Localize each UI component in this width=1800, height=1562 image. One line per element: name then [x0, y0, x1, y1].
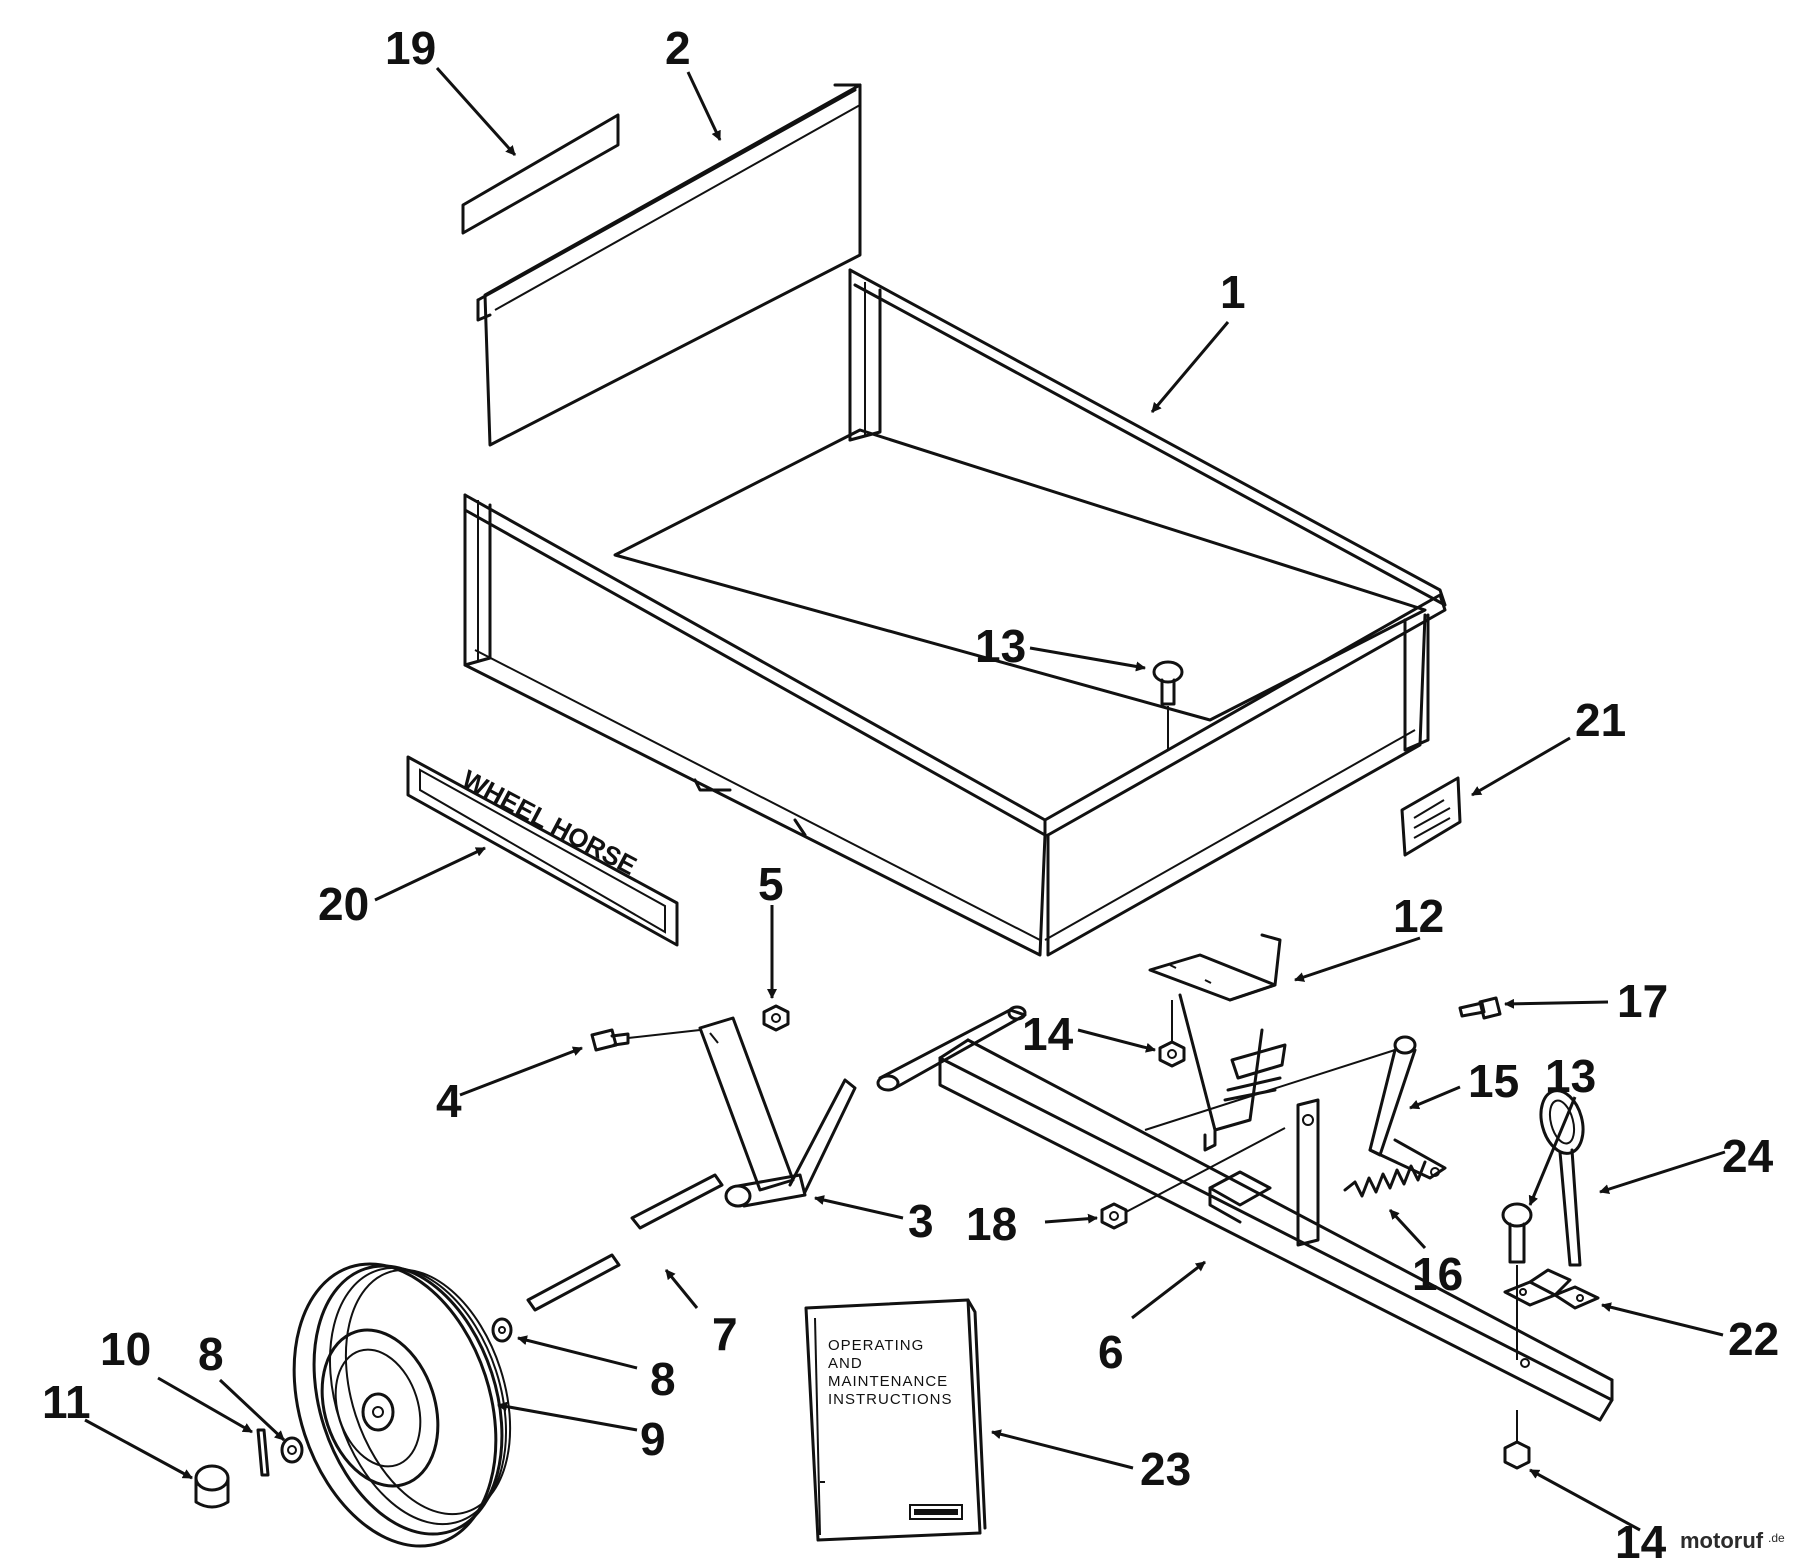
callout-14b: 14 — [1615, 1516, 1667, 1562]
bolt-4 — [590, 1028, 701, 1052]
spring — [1343, 1160, 1427, 1198]
callout-15: 15 — [1468, 1055, 1519, 1107]
carriage-bolt-13a — [1152, 660, 1184, 750]
axle-pins — [526, 1173, 724, 1312]
nut-18 — [1100, 1127, 1286, 1230]
callout-6: 6 — [1098, 1326, 1124, 1378]
callout-17: 17 — [1617, 975, 1668, 1027]
manual-line-4: INSTRUCTIONS — [828, 1391, 953, 1408]
carriage-bolt-13b — [1501, 1202, 1533, 1360]
callout-13b: 13 — [1545, 1050, 1596, 1102]
callout-9: 9 — [640, 1413, 666, 1465]
callout-11: 11 — [42, 1376, 91, 1428]
wheel-bracket — [698, 1016, 857, 1208]
callout-7: 7 — [712, 1308, 738, 1360]
callout-8b: 8 — [198, 1328, 224, 1380]
manual-line-1: OPERATING — [828, 1337, 924, 1354]
decal-strip — [461, 113, 620, 235]
callout-3: 3 — [908, 1195, 934, 1247]
bolt-17 — [1458, 996, 1502, 1020]
nut-5 — [762, 1004, 790, 1032]
callout-2: 2 — [665, 22, 691, 74]
callout-19: 19 — [385, 22, 436, 74]
nut-14a — [1158, 1000, 1186, 1068]
callout-14a: 14 — [1022, 1008, 1074, 1060]
hitch-pin — [1539, 1089, 1585, 1267]
washer-8b — [280, 1436, 304, 1464]
callout-16: 16 — [1412, 1248, 1463, 1300]
callout-23: 23 — [1140, 1443, 1191, 1495]
watermark-brand: motoruf — [1680, 1528, 1764, 1553]
callout-24: 24 — [1722, 1130, 1774, 1182]
emblem-plate: WHEEL HORSE — [406, 755, 679, 947]
dump-box — [463, 268, 1447, 957]
watermark-tld: .de — [1768, 1531, 1785, 1545]
callout-13a: 13 — [975, 620, 1026, 672]
callout-5: 5 — [758, 858, 784, 910]
warning-label — [1400, 776, 1462, 857]
manual-logo-mark — [914, 1509, 958, 1515]
callout-10: 10 — [100, 1323, 151, 1375]
tailgate — [476, 83, 862, 447]
operating-manual: OPERATING AND MAINTENANCE INSTRUCTIONS — [804, 1298, 987, 1542]
callout-20: 20 — [318, 878, 369, 930]
pin-clip — [1503, 1268, 1600, 1310]
manual-line-3: MAINTENANCE — [828, 1373, 948, 1390]
manual-logo-box — [909, 1504, 963, 1520]
watermark: motoruf .de — [1680, 1528, 1785, 1553]
callout-4: 4 — [436, 1075, 462, 1127]
manual-line-2: AND — [828, 1355, 863, 1372]
latch-lever — [1144, 1035, 1447, 1180]
callout-12: 12 — [1393, 890, 1444, 942]
callout-22: 22 — [1728, 1313, 1779, 1365]
callout-21: 21 — [1575, 694, 1626, 746]
callout-1: 1 — [1220, 266, 1246, 318]
washer-8a — [491, 1317, 513, 1343]
tongue-frame — [876, 1005, 1614, 1422]
callout-18: 18 — [966, 1198, 1017, 1250]
nut-14b — [1503, 1410, 1531, 1470]
callout-8a: 8 — [650, 1353, 676, 1405]
cotter-pin — [256, 1428, 270, 1477]
hub-cap — [194, 1464, 230, 1509]
leader-arrows — [84, 66, 1726, 1532]
wheel — [292, 1262, 512, 1548]
emblem-text: WHEEL HORSE — [457, 764, 642, 881]
callout-labels: 1 2 3 4 5 6 7 8 8 9 10 11 12 13 13 14 14… — [42, 22, 1779, 1562]
